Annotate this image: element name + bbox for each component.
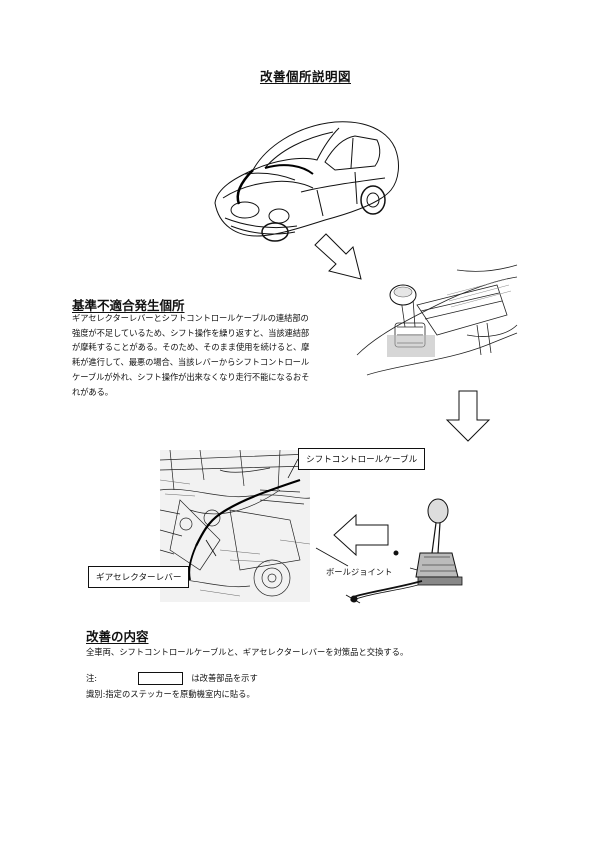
improvement-description: 全車両、シフトコントロールケーブルと、ギアセレクターレバーを対策品と交換する。	[86, 647, 409, 657]
defect-heading: 基準不適合発生個所	[72, 298, 185, 313]
defect-description: ギアセレクターレバーとシフトコントロールケーブルの連結部の 強度が不足しているた…	[72, 313, 310, 397]
page-title: 改善個所説明図	[259, 69, 351, 84]
callout-gear-selector-lever: ギアセレクターレバー	[88, 566, 190, 588]
arrow-left-icon	[333, 513, 389, 557]
identification-text: 識別:指定のステッカーを原動機室内に貼る。	[86, 689, 255, 699]
improvement-heading: 改善の内容	[86, 629, 149, 644]
shifter-console-illustration	[356, 264, 518, 376]
callout-shift-control-cable: シフトコントロールケーブル	[298, 448, 426, 470]
arrow-diagonal-icon	[314, 233, 362, 280]
car-illustration	[214, 121, 399, 242]
gear-lever-part-illustration	[345, 498, 463, 604]
note-text: は改善部品を示す	[191, 673, 258, 683]
improved-part-legend-box	[137, 672, 183, 685]
arrow-down-icon	[445, 390, 491, 442]
note-line: 注: は改善部品を示す	[86, 672, 258, 685]
note-label: 注:	[86, 673, 98, 683]
callout-ball-joint: ボールジョイント	[326, 567, 393, 577]
